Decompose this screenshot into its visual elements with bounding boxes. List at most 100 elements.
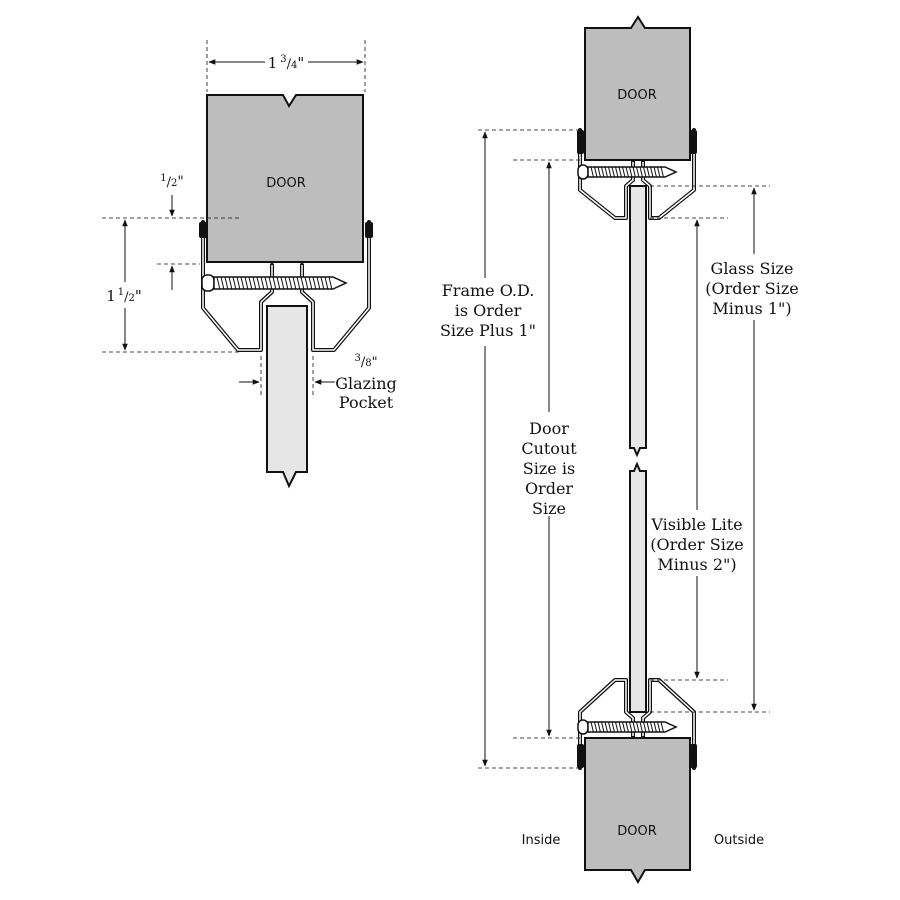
section-top-door [584,15,691,161]
outside-label: Outside [714,833,764,848]
detail-glass [266,305,308,489]
door-cutout-label-line-4: Order [525,479,573,498]
visible-lite-label-line-2: (Order Size [650,535,743,554]
glazing-pocket-label-line-2: Pocket [339,393,394,412]
section-view: DOOR DOOR [440,15,799,884]
screw-thread [660,166,664,178]
screw-thread [597,721,601,733]
visible-lite-label-line-3: Minus 2") [657,555,736,574]
screw-thread [304,276,309,290]
screw-thread [646,721,650,733]
screw-thread [594,166,598,178]
screw-thread [653,166,657,178]
detail-door [206,94,364,263]
screw-thread [597,166,601,178]
screw-thread [643,166,647,178]
screw-thread [636,721,640,733]
screw-thread [625,721,629,733]
glass-size-label-line-2: (Order Size [705,279,798,298]
screw-thread [228,276,233,290]
offset-dimension-label: 1/2" [160,173,184,190]
screw-thread [650,721,654,733]
screw-thread [280,276,285,290]
screw-thread [650,166,654,178]
screw-thread [629,166,633,178]
screw-thread [618,166,622,178]
screw-thread [622,721,626,733]
screw-thread [608,166,612,178]
frame-od-label-line-1: Frame O.D. [442,281,535,300]
screw-thread [252,276,257,290]
screw-thread [625,166,629,178]
detail-gasket-left [199,222,207,238]
screw-thread [615,166,619,178]
section-glass-lower [629,461,647,713]
door-cutout-label-line-1: Door [529,419,569,438]
screw-thread [660,721,664,733]
door-cutout-label-line-2: Cutout [521,439,577,458]
glazing-pocket-label-line-1: Glazing [335,374,397,393]
visible-lite-label-line-1: Visible Lite [650,515,742,534]
inside-label: Inside [522,833,561,848]
section-top-door-label: DOOR [617,88,657,103]
screw-thread [639,166,643,178]
screw-thread [244,276,249,290]
detail-door-label: DOOR [266,176,306,191]
pocket-dimension-label: 3/8" [354,353,377,370]
screw-thread [312,276,317,290]
screw-thread [240,276,245,290]
screw-thread [308,276,313,290]
screw-thread [248,276,253,290]
screw-thread [590,721,594,733]
screw-thread [224,276,229,290]
screw-thread [268,276,273,290]
frame-od-label-line-3: Size Plus 1" [440,321,536,340]
screw-thread [276,276,281,290]
section-bottom-door-label: DOOR [617,824,657,839]
screw-thread [646,166,650,178]
screw-thread [657,721,661,733]
screw-thread [657,166,661,178]
screw-thread [264,276,269,290]
section-glass-upper [629,185,647,458]
detail-gasket-right [365,222,373,238]
screw-thread [320,276,325,290]
screw-thread [260,276,265,290]
screw-thread [604,166,608,178]
screw-thread [328,276,333,290]
screw-thread [636,166,640,178]
screw-thread [601,721,605,733]
screw-thread [632,721,636,733]
screw-thread [639,721,643,733]
screw-thread [272,276,277,290]
glass-size-label-line-1: Glass Size [711,259,794,278]
screw-thread [629,721,633,733]
screw-thread [653,721,657,733]
screw-thread [622,166,626,178]
screw-thread [288,276,293,290]
screw-thread [316,276,321,290]
screw-thread [618,721,622,733]
screw-thread [232,276,237,290]
screw-thread [256,276,261,290]
frame-od-label-line-2: is Order [455,301,522,320]
screw-thread [324,276,329,290]
detail-screw [201,274,348,292]
screw-thread [216,276,221,290]
screw-thread [292,276,297,290]
screw-thread [236,276,241,290]
glass-size-label-line-3: Minus 1") [712,299,791,318]
door-cutout-label-line-3: Size is [523,459,575,478]
screw-thread [601,166,605,178]
screw-thread [611,721,615,733]
screw-thread [615,721,619,733]
screw-thread [643,721,647,733]
screw-thread [608,721,612,733]
screw-thread [594,721,598,733]
screw-thread [611,166,615,178]
detail-frame [199,220,373,352]
